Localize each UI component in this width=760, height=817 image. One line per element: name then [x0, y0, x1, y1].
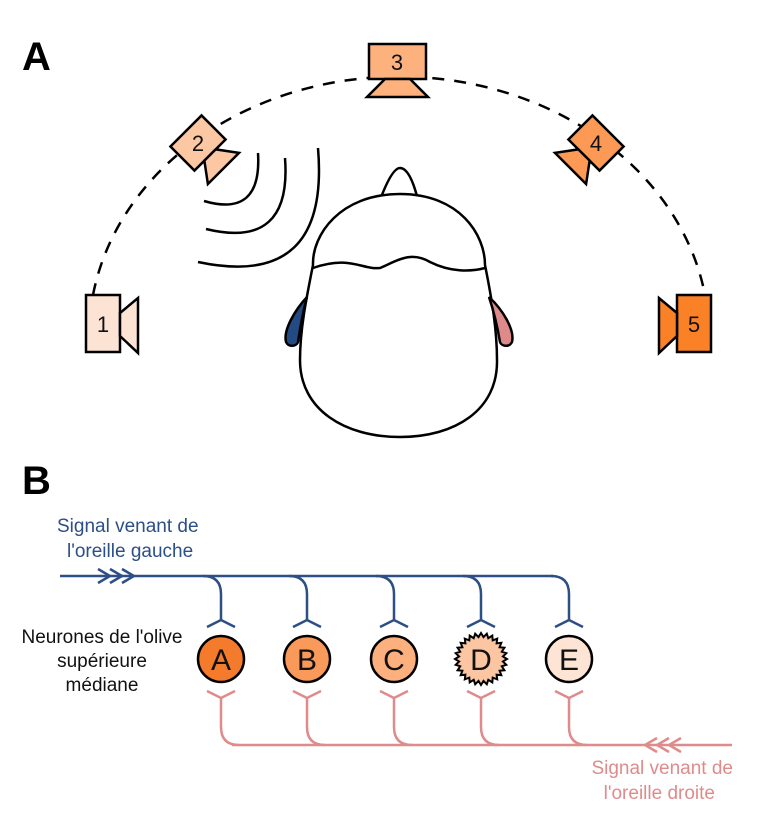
right-arrow-chevron-2 [654, 736, 670, 754]
right-branches [206, 689, 588, 747]
speaker-3-label: 3 [391, 50, 403, 75]
panel-a-label: A [22, 35, 51, 79]
right-arrow-chevron-3 [666, 736, 682, 754]
left-branch-E [550, 574, 571, 620]
speaker-3: 3 [363, 42, 432, 99]
left-ear [284, 296, 309, 347]
head-outline [298, 192, 499, 439]
left-branch-A [202, 574, 223, 620]
neuron-C-label: C [383, 644, 405, 677]
speaker-2-label: 2 [192, 131, 204, 156]
sound-wave-1 [203, 152, 260, 206]
right-ear [487, 296, 514, 347]
speaker-1-label: 1 [97, 312, 109, 337]
right-branch-D [479, 698, 500, 747]
neurons: A B C D E [196, 631, 594, 687]
neuron-A-label: A [211, 644, 231, 677]
nose [378, 166, 420, 201]
right-signal-label-line1: Signal venant de [591, 758, 733, 779]
mso-label-line3: médiane [66, 675, 139, 696]
right-synapse-C [379, 689, 409, 700]
speaker-5: 5 [657, 293, 713, 356]
hairline [312, 255, 486, 272]
left-arrow-chevron-2 [109, 567, 125, 585]
right-synapse-D [466, 689, 496, 700]
neuron-C [369, 634, 419, 684]
right-synapse-E [554, 689, 584, 700]
speaker-2: 2 [168, 113, 242, 187]
right-synapse-B [292, 689, 322, 700]
speaker-5-label: 5 [688, 312, 700, 337]
left-synapse-A [206, 618, 236, 629]
neuron-E-label: E [559, 644, 579, 677]
right-branch-C [392, 698, 413, 747]
right-branch-B [305, 698, 326, 747]
left-axon [60, 567, 553, 585]
speaker-4: 4 [552, 113, 626, 187]
sound-waves [197, 147, 321, 268]
left-synapse-B [292, 618, 322, 629]
neuron-B [282, 634, 332, 684]
left-signal-label-line1: Signal venant de [57, 516, 199, 537]
left-arrow-chevron-3 [121, 567, 137, 585]
speaker-1: 1 [84, 293, 140, 356]
panel-b-label: B [22, 459, 51, 503]
left-branch-D [462, 574, 483, 620]
neuron-E [544, 634, 594, 684]
speaker-4-label: 4 [590, 131, 602, 156]
left-branch-C [375, 574, 396, 620]
right-axon [232, 736, 732, 754]
neuron-D-active [453, 631, 509, 687]
right-branch-A [219, 698, 240, 747]
left-branch-B [288, 574, 309, 620]
sound-wave-3 [197, 147, 321, 268]
neuron-D-label: D [470, 644, 492, 677]
left-arrow-chevron-1 [97, 567, 113, 585]
left-signal-label-line2: l'oreille gauche [67, 541, 193, 562]
right-signal-label-line2: l'oreille droite [604, 783, 715, 804]
head-top-view [284, 166, 514, 439]
mso-label-line2: supérieure [57, 651, 147, 672]
right-arrow-chevron-1 [642, 736, 658, 754]
sound-wave-2 [205, 157, 287, 235]
neuron-B-label: B [297, 644, 317, 677]
left-synapse-C [379, 618, 409, 629]
neuron-A [196, 634, 246, 684]
mso-label-line1: Neurones de l'olive [22, 627, 183, 648]
right-branch-E [567, 698, 588, 747]
right-synapse-A [206, 689, 236, 700]
left-synapse-E [554, 618, 584, 629]
left-synapse-D [466, 618, 496, 629]
left-branches [202, 574, 584, 629]
